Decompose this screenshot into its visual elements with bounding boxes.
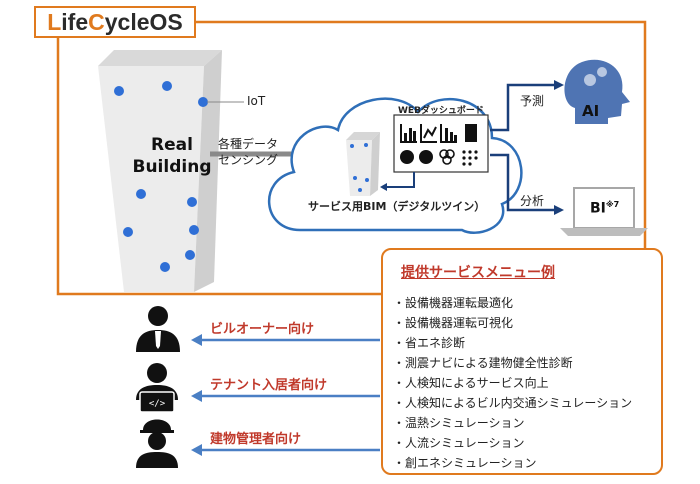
- bi-label-group: BI※7: [590, 200, 619, 217]
- predict-label: 予測: [520, 94, 545, 108]
- iot-sensor-dot: [187, 197, 197, 207]
- service-menu-item: 省エネ診断: [393, 333, 632, 353]
- real-building-line1: Real: [151, 135, 193, 155]
- service-menu-item: 人検知によるサービス向上: [393, 373, 632, 393]
- service-bim-label: サービス用BIM（デジタルツイン）: [308, 200, 486, 213]
- bi-footnote: ※7: [605, 200, 620, 209]
- logo-letter-l: L: [47, 9, 62, 35]
- service-menu-item: 人流シミュレーション: [393, 433, 632, 453]
- iot-sensor-dot: [114, 86, 124, 96]
- iot-sensor-dot: [136, 189, 146, 199]
- business-person-icon: [136, 306, 180, 352]
- ai-head-icon: [564, 59, 630, 124]
- iot-sensor-dot: [198, 97, 208, 107]
- audience-owner-label: ビルオーナー向け: [210, 322, 315, 337]
- service-menu-title: 提供サービスメニュー例: [401, 265, 555, 281]
- lifecycleos-logo: LifeCycleOS: [34, 6, 196, 38]
- audience-tenant-label: テナント入居者向け: [210, 378, 328, 393]
- bi-label: BI: [590, 200, 606, 217]
- service-menu-item: 温熱シミュレーション: [393, 413, 632, 433]
- iot-label: IoT: [247, 94, 266, 108]
- service-menu-box: 提供サービスメニュー例 設備機器運転最適化 設備機器運転可視化 省エネ診断 測震…: [381, 248, 663, 475]
- platform-frame: [56, 20, 647, 296]
- service-menu-item: 測震ナビによる建物健全性診断: [393, 353, 632, 373]
- sensing-line2: センシング: [218, 153, 279, 167]
- predict-arrow: [490, 83, 556, 132]
- analysis-arrow: [490, 153, 556, 212]
- svg-text:</>: </>: [149, 399, 166, 409]
- real-building-illustration: [98, 50, 244, 292]
- service-menu-list: 設備機器運転最適化 設備機器運転可視化 省エネ診断 測震ナビによる建物健全性診断…: [393, 293, 632, 473]
- real-building-line2: Building: [132, 157, 212, 177]
- web-dashboard-panel: [393, 114, 489, 173]
- audience-manager-label: 建物管理者向け: [210, 432, 302, 447]
- analysis-label: 分析: [520, 194, 545, 208]
- logo-text-ycleos: ycleOS: [104, 9, 183, 35]
- web-dashboard-label: WEBダッシュボード: [398, 106, 484, 116]
- sensing-line1: 各種データ: [218, 137, 279, 151]
- building-manager-icon: [136, 419, 178, 468]
- service-menu-item: 人検知によるビル内交通シミュレーション: [393, 393, 632, 413]
- iot-sensor-dot: [185, 250, 195, 260]
- service-menu-item: 創エネシミュレーション: [393, 453, 632, 473]
- bi-laptop-icon: [560, 187, 648, 236]
- iot-sensor-dot: [160, 262, 170, 272]
- service-menu-item: 設備機器運転可視化: [393, 313, 632, 333]
- real-building-label: Real Building: [122, 134, 222, 178]
- iot-sensor-dot: [189, 225, 199, 235]
- iot-sensor-dot: [123, 227, 133, 237]
- ai-label: AI: [582, 102, 600, 120]
- iot-sensor-dot: [162, 81, 172, 91]
- dashboard-to-bim-arrow: [380, 172, 415, 191]
- logo-text-ife: ife: [61, 9, 89, 35]
- logo-letter-c: C: [88, 9, 105, 35]
- tenant-worker-icon: </>: [136, 363, 178, 413]
- service-menu-item: 設備機器運転最適化: [393, 293, 632, 313]
- bim-model-illustration: [346, 132, 380, 196]
- sensing-label: 各種データ センシング: [218, 136, 278, 168]
